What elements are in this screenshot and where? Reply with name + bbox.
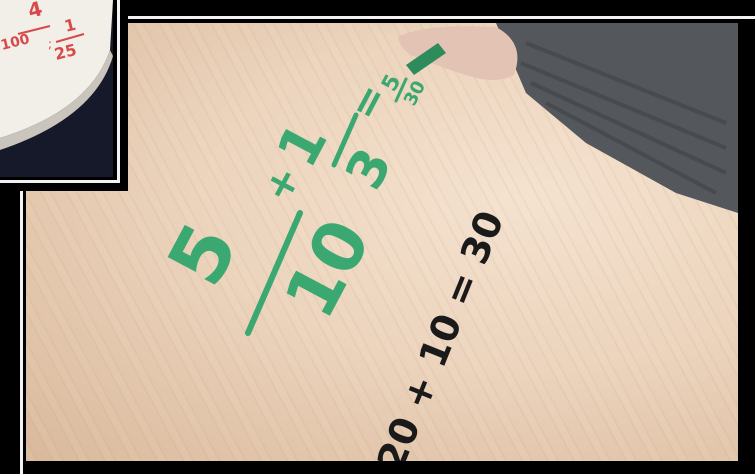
marker — [406, 43, 446, 75]
photo-frame-border — [20, 16, 755, 474]
inset-separator: ; — [48, 37, 52, 51]
inset-photo-drawing: 4 100 1 25 ; — [0, 0, 113, 150]
inset-frac-b-den: 25 — [52, 40, 78, 64]
inset-frac-a-num: 4 — [25, 0, 44, 23]
inset-frame-border: 4 100 1 25 ; — [0, 0, 120, 183]
fraction-2-denominator: 3 — [335, 139, 405, 199]
fraction-1-numerator: 5 — [151, 210, 256, 300]
main-photo-drawing: 5 10 + 1 3 = 5 30 20 + 10 = 30 — [151, 23, 738, 461]
fraction-1-bar — [245, 210, 303, 336]
result-bar — [394, 77, 408, 103]
inset-frac-b-num: 1 — [62, 15, 77, 36]
black-expression: 20 + 10 = 30 — [369, 205, 513, 461]
inset-frac-a-den: 100 — [0, 31, 32, 54]
sleeve — [496, 23, 738, 213]
sleeve-ribs — [520, 41, 727, 195]
inset-photo: 4 100 1 25 ; — [0, 0, 113, 177]
fraction-1-denominator: 10 — [269, 206, 387, 331]
inset-frac-a-bar — [17, 25, 51, 35]
main-photo: 5 10 + 1 3 = 5 30 20 + 10 = 30 — [26, 23, 738, 461]
paper-plate — [0, 0, 113, 138]
inset-frac-b-bar — [55, 33, 85, 43]
paper-plate-shadow — [0, 50, 113, 150]
fraction-2-bar — [331, 112, 359, 168]
inset-frame: 4 100 1 25 ; — [0, 0, 128, 191]
hand — [398, 26, 518, 80]
